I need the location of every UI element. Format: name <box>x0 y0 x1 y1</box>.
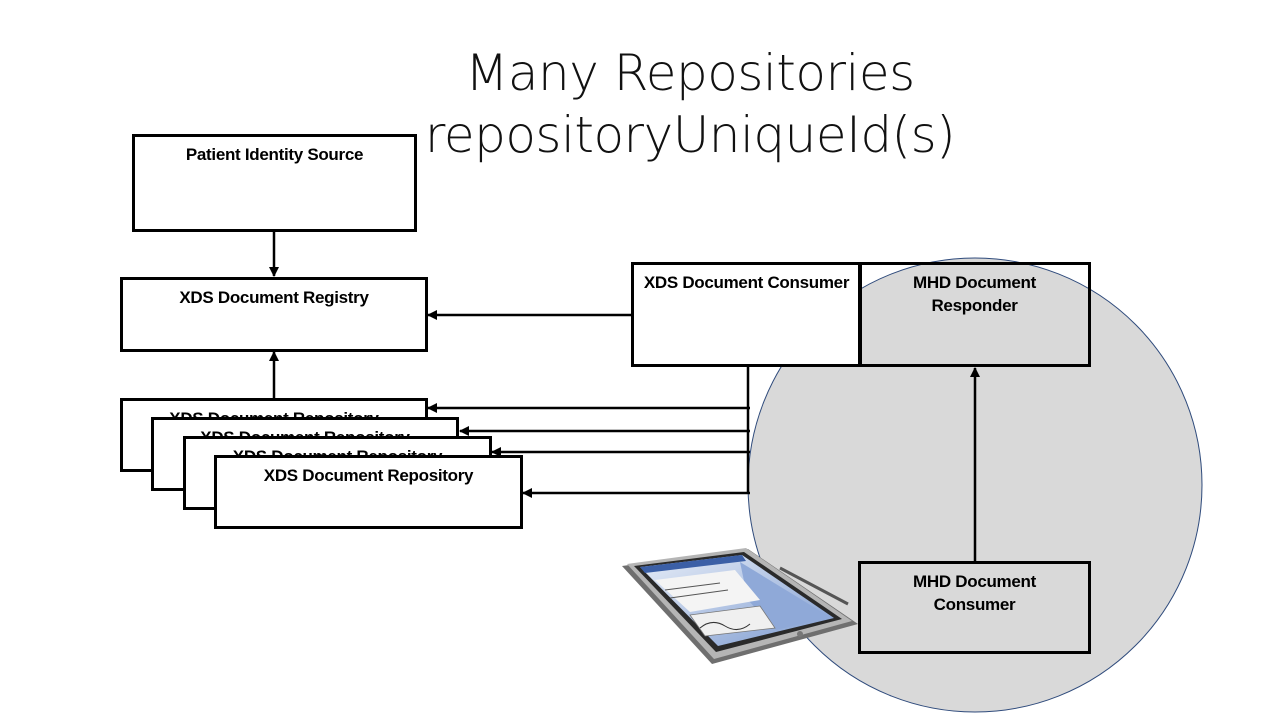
xds-consumer-label: XDS Document Consumer <box>643 273 850 292</box>
xds-consumer-box: XDS Document Consumer <box>631 262 862 367</box>
mhd-consumer-label: MHD Document Consumer <box>913 572 1036 614</box>
mhd-consumer-box: MHD Document Consumer <box>858 561 1091 654</box>
patient-identity-source-label: Patient Identity Source <box>185 145 364 164</box>
title-line-2: repositoryUniqueId(s) <box>424 106 956 164</box>
xds-repository-box-4: XDS Document Repository <box>214 455 523 529</box>
xds-registry-label: XDS Document Registry <box>179 288 369 307</box>
mhd-responder-label: MHD Document Responder <box>913 273 1036 315</box>
xds-repository-label: XDS Document Repository <box>263 466 474 485</box>
xds-registry-box: XDS Document Registry <box>120 277 428 352</box>
mhd-responder-box: MHD Document Responder <box>858 262 1091 367</box>
slide-title: Many Repositories repositoryUniqueId(s) <box>380 42 1000 166</box>
title-line-1: Many Repositories <box>465 44 915 102</box>
tablet-device-icon <box>622 548 858 664</box>
patient-identity-source-box: Patient Identity Source <box>132 134 417 232</box>
